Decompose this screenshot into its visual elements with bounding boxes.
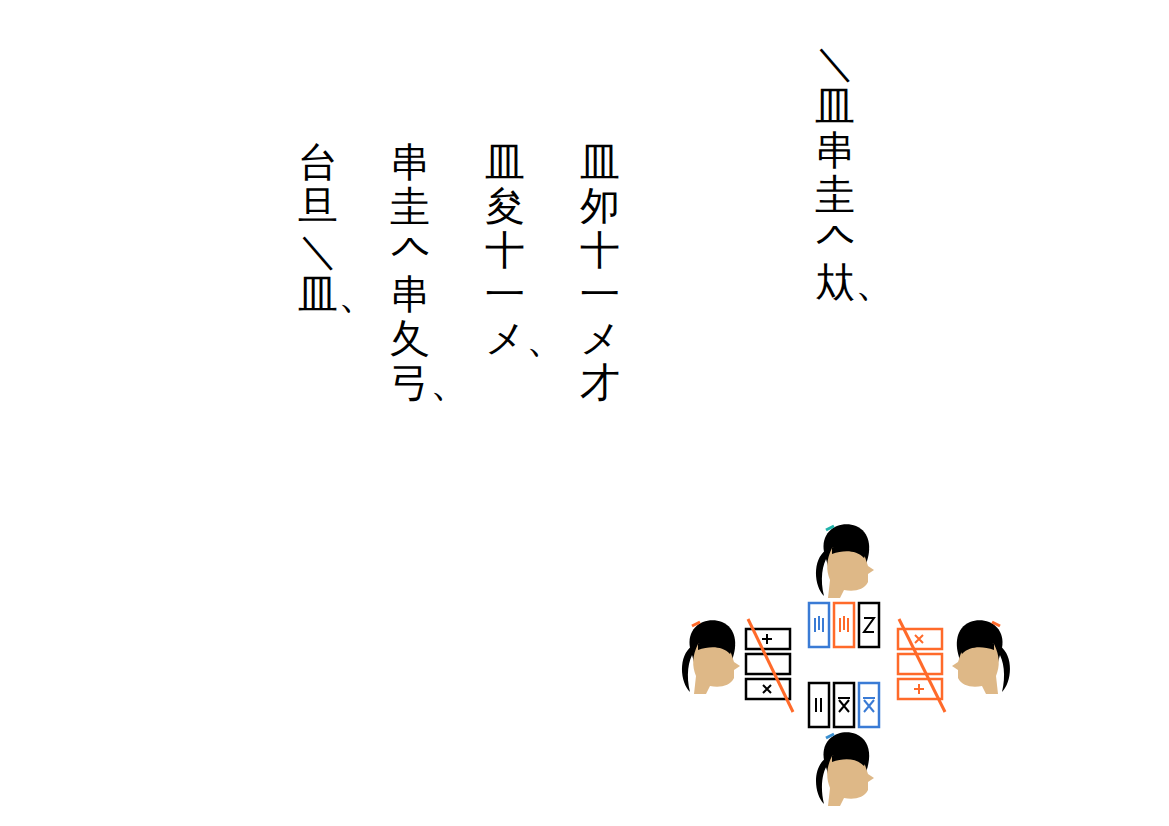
player-head-bottom <box>816 732 874 806</box>
card-row-top <box>809 603 879 647</box>
vertical-text-column: 皿 夋十一メ、 <box>485 140 525 360</box>
card-row-bottom <box>809 683 879 727</box>
vertical-text-column: 台旦 ＼皿、 <box>298 140 338 316</box>
player-head-top <box>816 524 874 598</box>
vertical-text-column: 皿 夘十一メ 才 <box>580 140 620 404</box>
player-head-right <box>952 620 1010 694</box>
player-head-left <box>682 620 740 694</box>
card-stack-left <box>746 619 793 712</box>
card-stack-right <box>898 619 945 712</box>
vertical-text-column: 串 圭 𠆢 串夂 弓、 <box>390 140 430 404</box>
vertical-text-column: ＼皿 串 圭 𠆢 夶、 <box>815 40 855 304</box>
